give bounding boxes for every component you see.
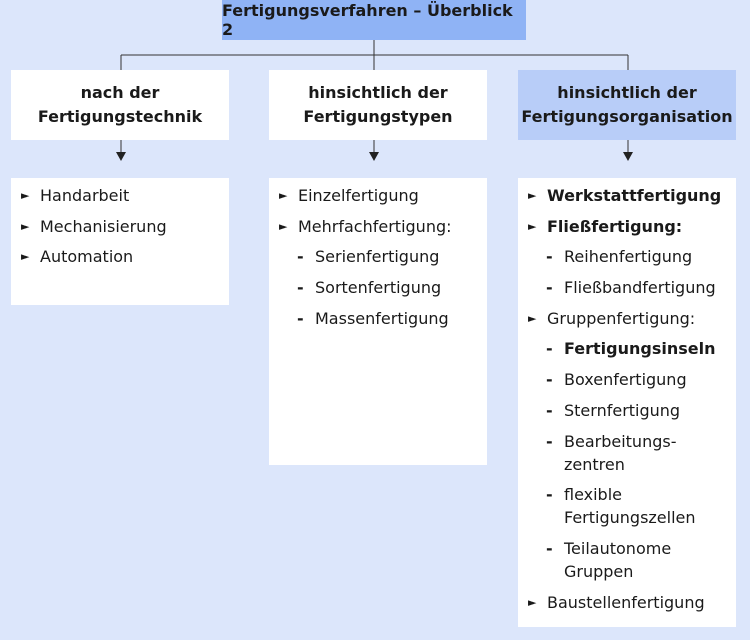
list-item-text: Automation: [40, 247, 134, 267]
header-fertigungsorganisation: hinsichtlich der Fertigungsorganisation: [518, 70, 736, 140]
list-item: -Massenfertigung: [277, 307, 479, 330]
triangle-bullet-icon: ►: [21, 189, 30, 202]
list-item: -Teilautonome Gruppen: [526, 537, 728, 583]
list-item: -Sortenfertigung: [277, 276, 479, 299]
triangle-bullet-icon: ►: [528, 189, 537, 202]
diagram-title-text: Fertigungsverfahren – Überblick 2: [222, 1, 513, 39]
list-item-text: Fließbandfertigung: [564, 278, 716, 298]
list-item: -Boxenfertigung: [526, 368, 728, 391]
list-item-text: Werkstattfertigung: [547, 186, 722, 205]
list-item: ► Gruppenfertigung:: [526, 307, 728, 330]
list-item-text: Handarbeit: [40, 186, 130, 205]
list-item-text: Baustellenfertigung: [547, 592, 705, 612]
list-fertigungstypen: ►Einzelfertigung►Mehrfachfertigung:-Seri…: [269, 178, 487, 465]
list-item-text: flexible Fertigungszellen: [564, 485, 696, 528]
list-item: ► Mechanisierung: [19, 215, 221, 238]
list-fertigungstechnik: ► Handarbeit ► Mechanisierung ► Automation: [11, 178, 229, 305]
triangle-bullet-icon: ►: [21, 219, 30, 233]
list-item: -Reihenfertigung: [526, 245, 728, 268]
dash-bullet-icon: -: [546, 247, 553, 267]
dash-bullet-icon: -: [297, 308, 304, 328]
list-item: ► Mehrfachfertigung:: [277, 215, 479, 238]
list-item: ► Werkstattfertigung: [526, 184, 728, 207]
list-item-text: Sortenfertigung: [315, 278, 442, 298]
dash-bullet-icon: -: [546, 485, 553, 505]
header-fertigungstypen: hinsichtlich der Fertigungstypen: [269, 70, 487, 140]
list-item-text: Reihenfertigung: [564, 247, 693, 267]
list-item-text: Fließfertigung:: [547, 216, 683, 236]
arrow-down-icon: [116, 152, 126, 161]
list-item: -Fließbandfertigung: [526, 276, 728, 299]
triangle-bullet-icon: ►: [528, 311, 537, 325]
list-item: ► Baustellenfertigung: [526, 591, 728, 614]
triangle-bullet-icon: ►: [279, 219, 288, 233]
list-item-text: Bearbeitungs- zentren: [564, 431, 677, 474]
triangle-bullet-icon: ►: [528, 219, 537, 233]
list-item-text: Mehrfachfertigung:: [298, 216, 452, 236]
list-item-text: Massenfertigung: [315, 308, 449, 328]
header-line: nach der: [80, 83, 160, 102]
list-item: -Fertigungsinseln: [526, 337, 728, 360]
dash-bullet-icon: -: [546, 339, 553, 359]
list-item-text: Boxenfertigung: [564, 370, 687, 390]
arrow-down-icon: [623, 152, 633, 161]
list-item: ► Einzelfertigung: [277, 184, 479, 207]
list-item-text: Mechanisierung: [40, 216, 167, 236]
dash-bullet-icon: -: [546, 278, 553, 298]
dash-bullet-icon: -: [546, 538, 553, 558]
header-line: Fertigungsorganisation: [521, 107, 733, 126]
triangle-bullet-icon: ►: [279, 189, 288, 202]
arrow-down-icon: [369, 152, 379, 161]
list-item-text: Einzelfertigung: [298, 186, 419, 205]
dash-bullet-icon: -: [546, 431, 553, 451]
header-line: hinsichtlich der: [557, 83, 697, 102]
triangle-bullet-icon: ►: [21, 250, 30, 264]
list-item: -Bearbeitungs- zentren: [526, 430, 728, 476]
dash-bullet-icon: -: [297, 247, 304, 267]
header-fertigungstechnik: nach der Fertigungstechnik: [11, 70, 229, 140]
header-line: Fertigungstechnik: [37, 107, 203, 126]
list-item: -flexible Fertigungszellen: [526, 483, 728, 529]
diagram-title: Fertigungsverfahren – Überblick 2: [222, 0, 526, 40]
list-fertigungsorganisation: ►Werkstattfertigung►Fließfertigung:-Reih…: [518, 178, 736, 627]
dash-bullet-icon: -: [297, 278, 304, 298]
triangle-bullet-icon: ►: [528, 595, 537, 609]
list-item: -Serienfertigung: [277, 245, 479, 268]
list-item: ► Automation: [19, 245, 221, 268]
list-item: ► Fließfertigung:: [526, 215, 728, 238]
list-item-text: Fertigungsinseln: [564, 339, 716, 359]
header-line: hinsichtlich der: [308, 83, 448, 102]
list-item-text: Serienfertigung: [315, 247, 440, 267]
list-item-text: Sternfertigung: [564, 400, 681, 420]
header-line: Fertigungstypen: [303, 107, 453, 126]
dash-bullet-icon: -: [546, 400, 553, 420]
dash-bullet-icon: -: [546, 370, 553, 390]
list-item-text: Teilautonome Gruppen: [564, 538, 672, 581]
list-item: -Sternfertigung: [526, 399, 728, 422]
list-item-text: Gruppenfertigung:: [547, 308, 696, 328]
list-item: ► Handarbeit: [19, 184, 221, 207]
